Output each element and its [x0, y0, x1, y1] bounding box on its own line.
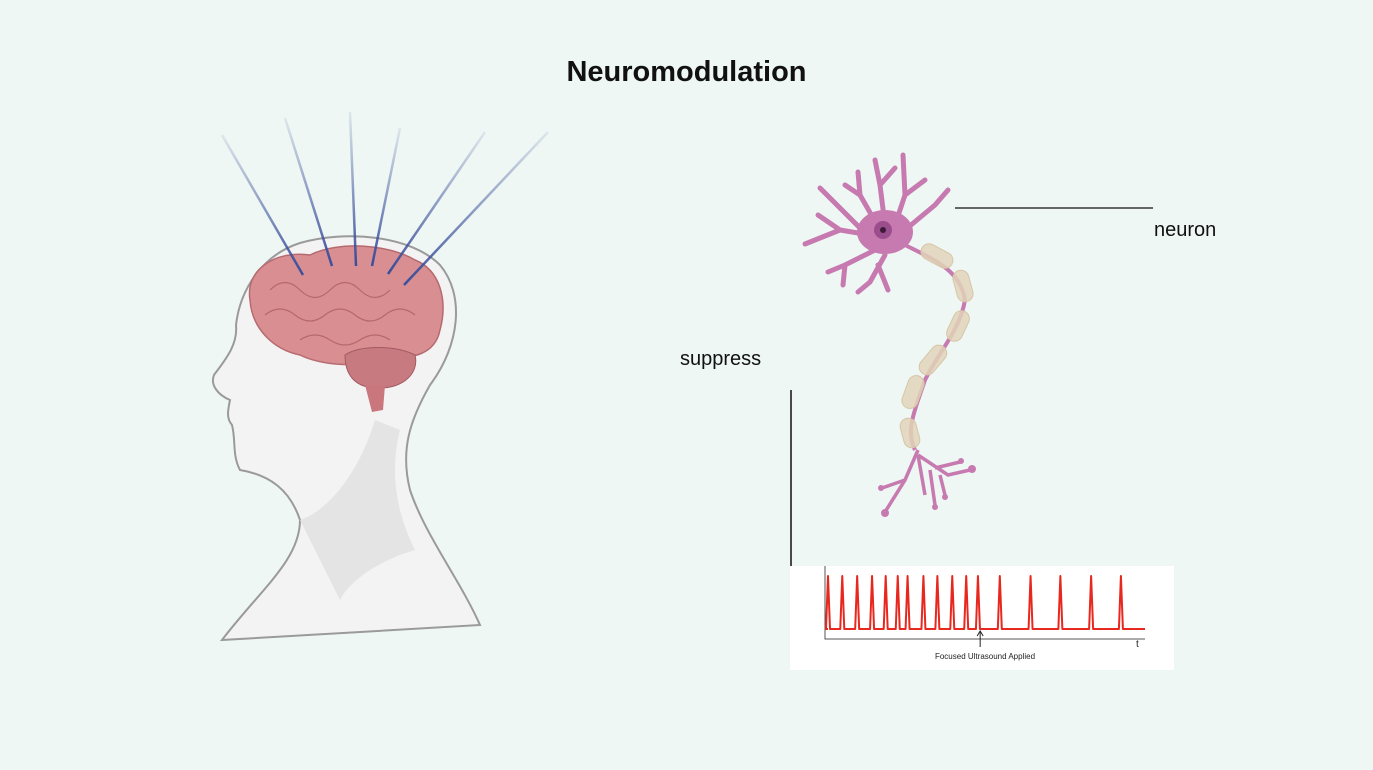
brainstem — [365, 385, 385, 412]
suppress-label: suppress — [680, 348, 762, 370]
brain — [248, 245, 444, 366]
nucleolus — [880, 227, 886, 233]
neuron-illustration — [802, 152, 976, 517]
cerebellum — [344, 347, 417, 389]
spike-chart-svg — [824, 566, 1145, 647]
spike-train-line — [825, 575, 1145, 630]
neuron-label: neuron — [1154, 219, 1217, 241]
brain-folds — [264, 281, 416, 346]
spike-chart: Focused Ultrasound Applied t — [790, 566, 1174, 670]
annotation-arrowhead — [976, 630, 984, 637]
slide-title: Neuromodulation — [566, 56, 807, 88]
axes — [824, 566, 1145, 640]
axon-terminals — [881, 449, 971, 513]
x-axis-label: t — [1136, 639, 1139, 650]
ultrasound-annotation: Focused Ultrasound Applied — [934, 652, 1036, 661]
stimulation-probes — [220, 111, 549, 286]
neck-shadow — [300, 420, 415, 600]
myelin-sheaths — [899, 243, 974, 449]
